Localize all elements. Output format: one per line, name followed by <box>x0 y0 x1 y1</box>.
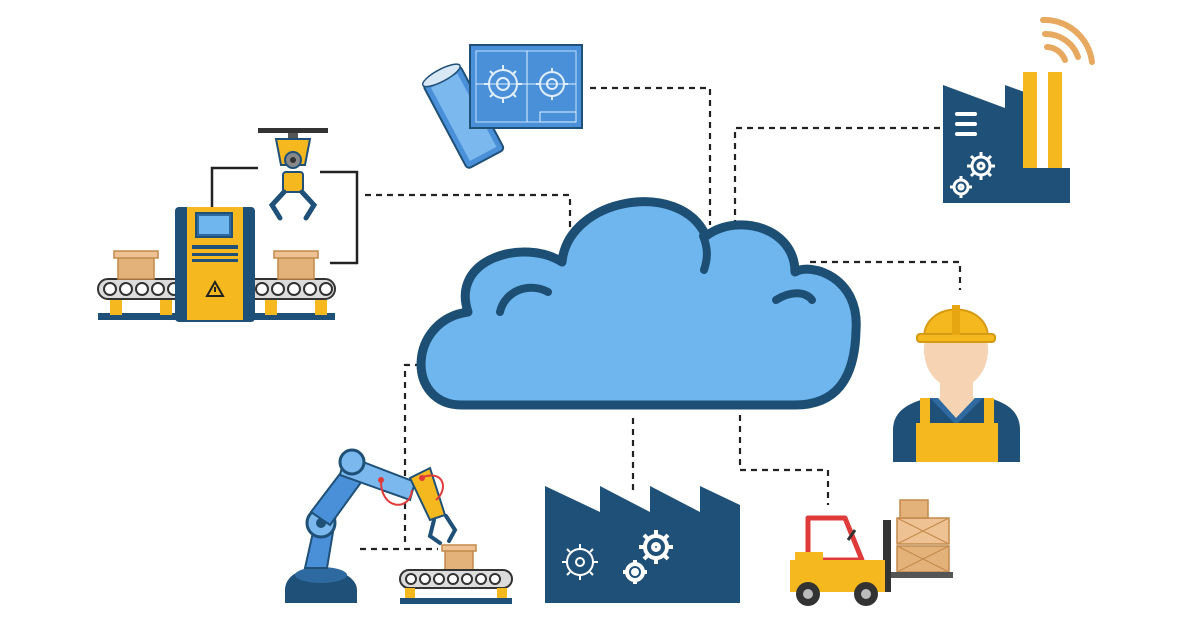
cloud-icon <box>416 197 861 410</box>
connector-worker <box>810 260 962 290</box>
connector-forklift <box>738 415 830 505</box>
wifi-icon <box>1040 16 1095 65</box>
worker-icon <box>893 305 1020 462</box>
assembly-line-icon <box>97 128 359 322</box>
blueprint-icon <box>421 44 583 169</box>
connector-assembly-line <box>365 193 572 230</box>
factory-icon <box>545 486 740 603</box>
forklift-icon <box>790 499 953 606</box>
connector-smart-factory <box>733 126 940 222</box>
robotic-arm-icon <box>285 448 513 604</box>
smart-factory-icon <box>943 16 1095 203</box>
connector-blueprint <box>590 86 712 225</box>
